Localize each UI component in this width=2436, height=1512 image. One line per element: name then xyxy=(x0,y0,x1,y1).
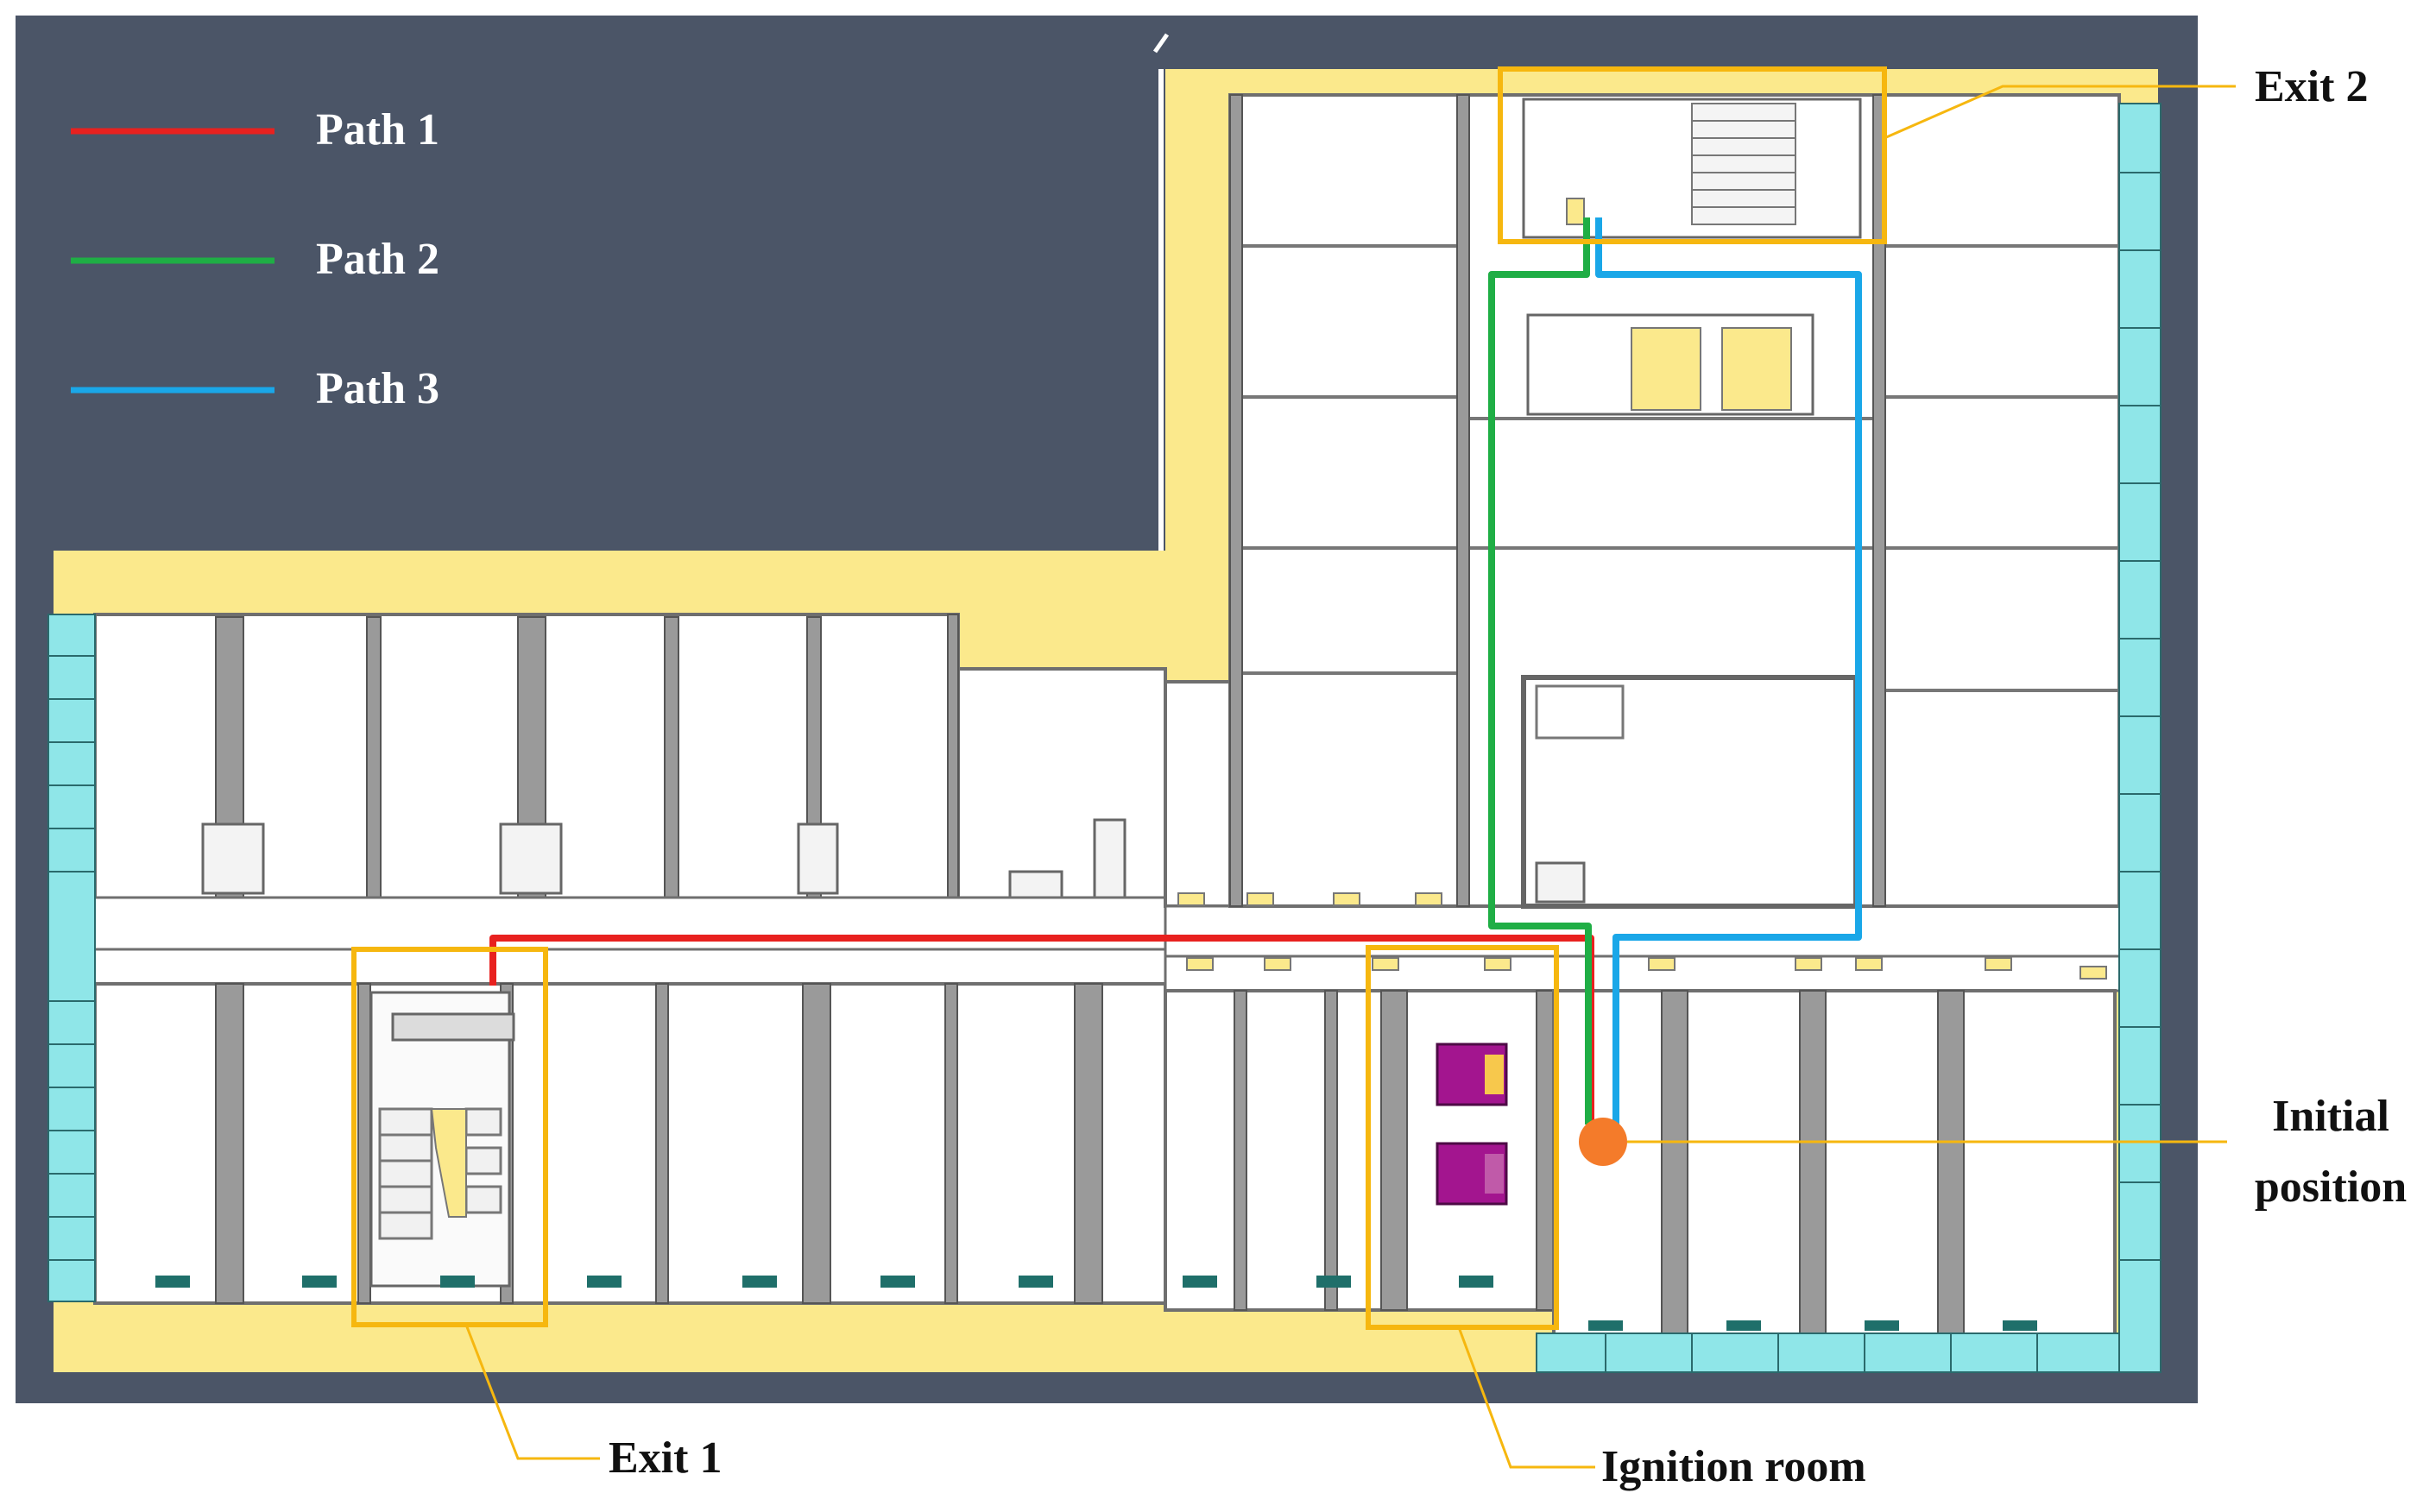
west-wing xyxy=(59,613,1167,1305)
elevator-shaft xyxy=(1631,327,1701,411)
elevator-shaft xyxy=(1721,327,1792,411)
legend: Path 1 Path 2 Path 3 xyxy=(71,105,439,413)
initial-position-marker xyxy=(1579,1118,1627,1166)
callout-leaders xyxy=(464,85,2236,1469)
exit-2-highlight xyxy=(1498,66,1887,244)
ignition-room-highlight xyxy=(1366,945,1559,1330)
outer-edge xyxy=(1152,33,1170,54)
east-glass-wall xyxy=(1536,103,2161,1373)
label-initial-position-line-2: position xyxy=(2255,1162,2407,1212)
west-glass-wall xyxy=(47,614,96,1302)
door-markers xyxy=(1177,892,2107,980)
legend-label-path-3: Path 3 xyxy=(316,364,439,413)
east-wing xyxy=(1228,93,2121,1355)
path-2-route xyxy=(1488,217,1592,1125)
label-initial-position-line-1: Initial xyxy=(2272,1092,2389,1141)
callouts xyxy=(351,66,1887,1330)
label-exit-1: Exit 1 xyxy=(609,1433,722,1483)
path-3-route xyxy=(1595,217,1862,1133)
legend-label-path-1: Path 1 xyxy=(316,105,439,154)
label-exit-2: Exit 2 xyxy=(2255,62,2368,111)
legend-label-path-2: Path 2 xyxy=(316,235,439,284)
label-ignition-room: Ignition room xyxy=(1601,1442,1866,1491)
exit-1-highlight xyxy=(351,947,548,1327)
